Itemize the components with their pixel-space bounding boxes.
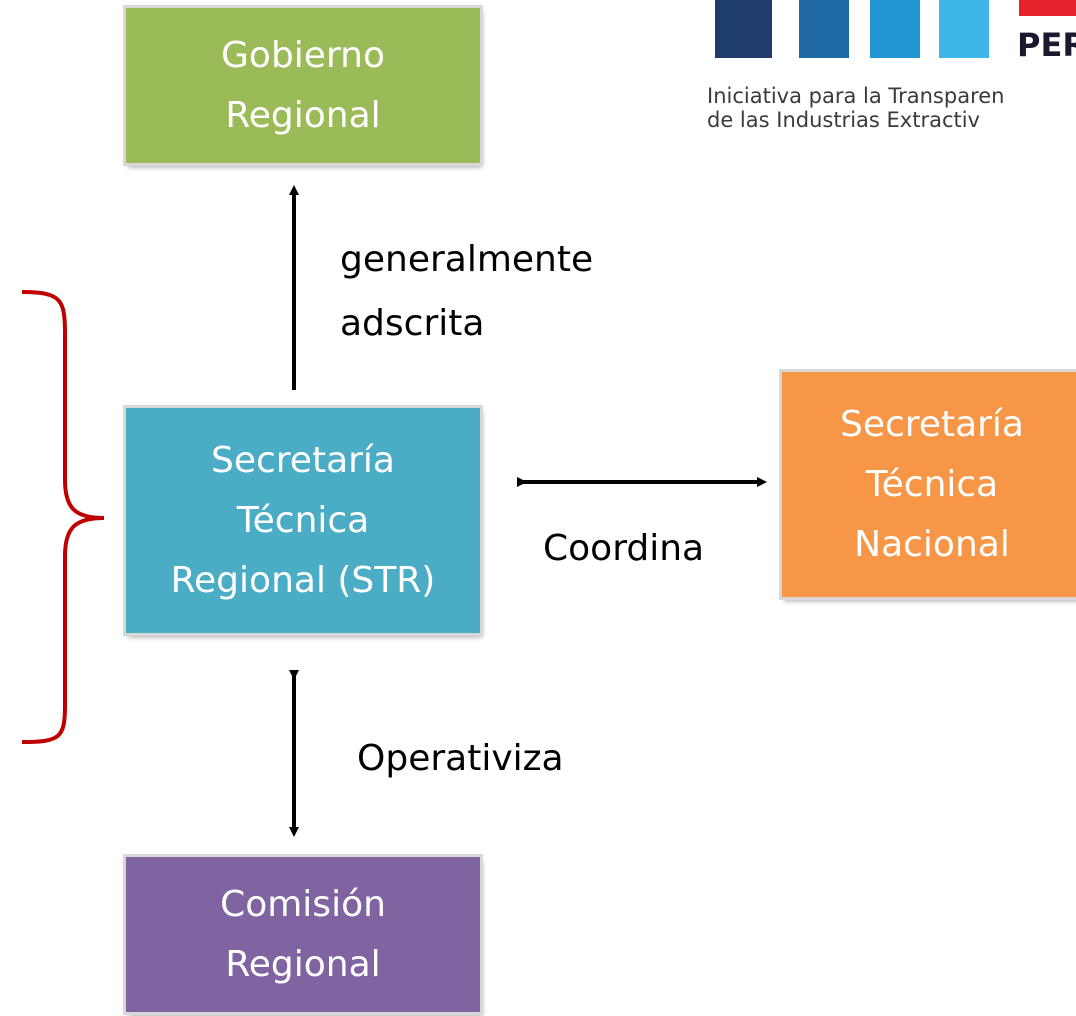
node-comision-regional: Comisión Regional [126, 857, 480, 1012]
logo-bar-4 [939, 0, 989, 58]
logo-tagline-line: Iniciativa para la Transparen [707, 84, 1005, 108]
edge-label-coordina: Coordina [543, 528, 705, 569]
logo-bar-3 [870, 0, 920, 58]
node-label-line: Técnica [865, 463, 999, 505]
node-secretaria-tecnica-nacional: Secretaría Técnica Nacional [782, 372, 1076, 597]
logo-country: PER [1017, 26, 1076, 64]
node-label-line: Técnica [236, 499, 370, 541]
node-label-line: Secretaría [840, 403, 1024, 445]
logo-bar-1 [715, 0, 772, 58]
edge-label-adscrita: generalmente adscrita [340, 228, 593, 356]
node-label-line: Regional [225, 94, 381, 136]
brace-bracket [21, 290, 105, 744]
edge-label-line: generalmente [340, 239, 594, 280]
node-label-line: Secretaría [211, 439, 395, 481]
node-secretaria-tecnica-regional: Secretaría Técnica Regional (STR) [126, 408, 480, 633]
eiti-logo-mark [715, 0, 1076, 58]
node-gobierno-regional: Gobierno Regional [126, 8, 480, 163]
node-label-line: Regional [225, 943, 381, 985]
logo-accent [1019, 0, 1076, 16]
edge-label-operativiza: Operativiza [357, 738, 564, 779]
logo-tagline: Iniciativa para la Transparen de las Ind… [707, 84, 1004, 132]
node-label-line: Gobierno [221, 34, 385, 76]
node-label-line: Comisión [220, 883, 386, 925]
logo-tagline-line: de las Industrias Extractiv [707, 108, 980, 132]
edge-label-line: adscrita [340, 303, 485, 344]
node-label-line: Regional (STR) [170, 559, 436, 601]
node-label-line: Nacional [854, 523, 1010, 565]
eiti-peru-logo: PER Iniciativa para la Transparen de las… [707, 0, 1076, 140]
logo-bar-2 [799, 0, 849, 58]
